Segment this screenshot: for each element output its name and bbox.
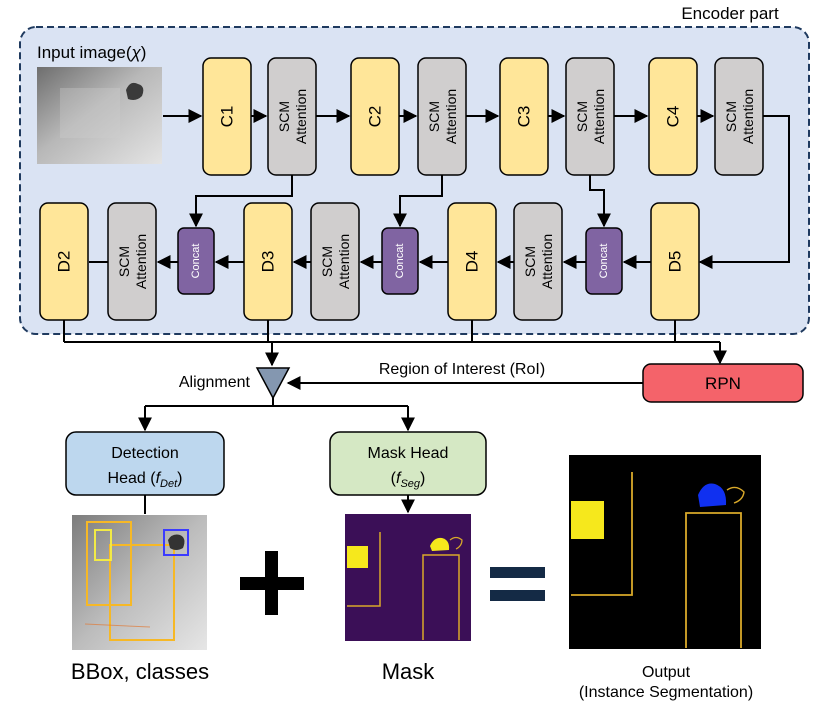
conv-block-c3: C3 bbox=[499, 57, 549, 176]
concat-block-3: Concat bbox=[585, 227, 623, 295]
alignment-triangle bbox=[255, 367, 291, 400]
svg-text:SCMAttention: SCMAttention bbox=[276, 89, 309, 144]
scm-attention-7: SCMAttention bbox=[513, 202, 563, 321]
detection-result-image bbox=[72, 515, 207, 650]
conv-block-c1: C1 bbox=[202, 57, 252, 176]
scm-attention-2: SCMAttention bbox=[417, 57, 467, 176]
svg-text:SCMAttention: SCMAttention bbox=[574, 89, 607, 144]
output-label-line1: Output bbox=[642, 664, 691, 681]
svg-text:SCMAttention: SCMAttention bbox=[522, 234, 555, 289]
mask-label: Mask bbox=[382, 659, 436, 684]
svg-text:D4: D4 bbox=[463, 251, 482, 273]
input-image-label: Input image(χ) bbox=[37, 43, 146, 62]
svg-text:RPN: RPN bbox=[705, 374, 741, 393]
scm-attention-1: SCMAttention bbox=[267, 57, 317, 176]
mask-result-image bbox=[345, 514, 471, 641]
detection-head: Detection Head (fDet) bbox=[65, 431, 225, 496]
svg-text:Head (fDet): Head (fDet) bbox=[108, 470, 183, 490]
decoder-block-d3: D3 bbox=[243, 202, 293, 321]
scm-attention-4: SCMAttention bbox=[714, 57, 764, 176]
decoder-block-d5: D5 bbox=[650, 202, 700, 321]
svg-text:C1: C1 bbox=[218, 106, 237, 128]
alignment-label: Alignment bbox=[179, 374, 251, 391]
concat-block-1: Concat bbox=[177, 227, 215, 295]
decoder-block-d2: D2 bbox=[39, 202, 89, 321]
scm-attention-3: SCMAttention bbox=[565, 57, 615, 176]
input-image bbox=[37, 67, 162, 164]
svg-text:C2: C2 bbox=[366, 106, 385, 128]
svg-text:SCMAttention: SCMAttention bbox=[426, 89, 459, 144]
decoder-block-d4: D4 bbox=[447, 202, 497, 321]
conv-block-c4: C4 bbox=[648, 57, 698, 176]
mask-head: Mask Head (fSeg) bbox=[329, 431, 487, 496]
row2-arrows bbox=[89, 175, 651, 269]
svg-text:D5: D5 bbox=[666, 251, 685, 273]
conv-block-c2: C2 bbox=[350, 57, 400, 176]
svg-text:SCMAttention: SCMAttention bbox=[723, 89, 756, 144]
svg-text:C3: C3 bbox=[515, 106, 534, 128]
row1-arrows bbox=[163, 109, 790, 269]
rpn-block: RPN bbox=[642, 363, 804, 403]
svg-text:SCMAttention: SCMAttention bbox=[116, 234, 149, 289]
output-image bbox=[569, 455, 761, 649]
scm-attention-5: SCMAttention bbox=[107, 202, 157, 321]
bbox-label: BBox, classes bbox=[71, 659, 209, 684]
encoder-title: Encoder part bbox=[681, 4, 779, 23]
svg-text:Concat: Concat bbox=[394, 244, 406, 279]
equals-sign bbox=[490, 567, 545, 601]
roi-label: Region of Interest (RoI) bbox=[379, 361, 545, 378]
svg-text:(fSeg): (fSeg) bbox=[391, 470, 426, 490]
feature-collection-lines bbox=[63, 320, 727, 367]
svg-text:D2: D2 bbox=[55, 251, 74, 273]
svg-text:Mask Head: Mask Head bbox=[368, 445, 449, 462]
svg-text:Concat: Concat bbox=[598, 244, 610, 279]
svg-text:Detection: Detection bbox=[111, 445, 179, 462]
svg-text:Concat: Concat bbox=[190, 244, 202, 279]
output-label-line2: (Instance Segmentation) bbox=[579, 684, 753, 701]
svg-text:C4: C4 bbox=[664, 106, 683, 128]
head-branch-arrows bbox=[138, 398, 415, 514]
scm-attention-6: SCMAttention bbox=[310, 202, 360, 321]
svg-text:SCMAttention: SCMAttention bbox=[319, 234, 352, 289]
plus-sign bbox=[240, 551, 304, 615]
svg-text:D3: D3 bbox=[259, 251, 278, 273]
concat-block-2: Concat bbox=[381, 227, 419, 295]
